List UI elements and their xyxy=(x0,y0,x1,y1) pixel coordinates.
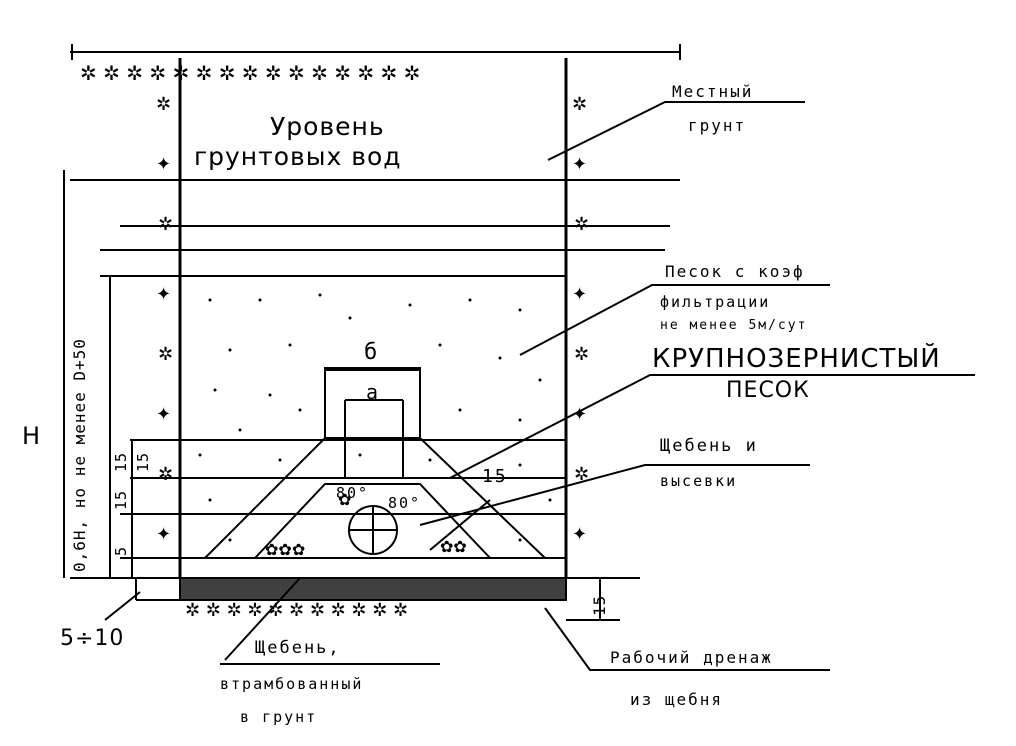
svg-text:✦: ✦ xyxy=(572,284,587,305)
dim-b-label: б xyxy=(364,340,380,365)
svg-text:✦: ✦ xyxy=(572,154,587,175)
gravel-screen-label-line1: Щебень и xyxy=(660,436,758,456)
filter-trapezoid xyxy=(204,367,546,559)
groundwater-label-line1: Уровень xyxy=(270,112,385,141)
gravel-fill: ✿✿✿✿✿✿ xyxy=(265,490,467,559)
bottom-gravel-drain: ✲ ✲ ✲ ✲ ✲ ✲ ✲ ✲ ✲ ✲ ✲ xyxy=(179,577,567,621)
svg-text:✦: ✦ xyxy=(156,154,171,175)
drain-pipe xyxy=(348,505,398,555)
svg-text:✿: ✿ xyxy=(338,490,351,509)
svg-text:✿✿: ✿✿ xyxy=(440,537,467,556)
svg-text:✦: ✦ xyxy=(156,524,171,545)
angle-label-2: 80° xyxy=(388,494,422,512)
dim-layer-5: 5 xyxy=(112,545,130,556)
working-drain-label-line1: Рабочий дренаж xyxy=(610,648,773,667)
svg-text:✿✿✿: ✿✿✿ xyxy=(265,540,305,559)
dimension-lines xyxy=(63,170,620,621)
svg-text:✲ ✲ ✲ ✲ ✲ ✲ ✲ ✲ ✲ ✲ ✲ ✲ ✲ ✲ ✲: ✲ ✲ ✲ ✲ ✲ ✲ ✲ ✲ ✲ ✲ ✲ ✲ ✲ ✲ ✲ xyxy=(80,61,420,85)
dim-a-label: а xyxy=(366,380,381,404)
rammed-gravel-label-line3: в грунт xyxy=(240,708,318,726)
gravel-screen-label-line2: высевки xyxy=(660,472,738,490)
ground-surface: ✲ ✲ ✲ ✲ ✲ ✲ ✲ ✲ ✲ ✲ ✲ ✲ ✲ ✲ ✲ xyxy=(70,44,681,85)
dim-depth-label: 0,6Н, но не менее D+50 xyxy=(70,338,89,572)
svg-text:✲: ✲ xyxy=(574,214,589,235)
dim-layer-15-2: 15 xyxy=(112,489,130,510)
local-soil-label-line1: Местный xyxy=(672,82,754,101)
dim-layer-15-3: 15 xyxy=(134,451,152,472)
svg-text:✲: ✲ xyxy=(158,344,173,365)
local-soil-label-line2: грунт xyxy=(688,116,747,135)
angle-label-1: 80° xyxy=(336,484,370,502)
svg-text:✲: ✲ xyxy=(158,464,173,485)
sand-fill-dots xyxy=(198,293,552,542)
sand-label-line3: не менее 5м/сут xyxy=(660,318,808,333)
coarse-sand-label-line1: КРУПНОЗЕРНИСТЫЙ xyxy=(652,344,941,374)
svg-text:✲ ✲ ✲ ✲ ✲ ✲ ✲ ✲ ✲ ✲ ✲: ✲ ✲ ✲ ✲ ✲ ✲ ✲ ✲ ✲ ✲ ✲ xyxy=(185,600,408,621)
leader-lines xyxy=(104,101,975,671)
dim-H-label: Н xyxy=(22,422,42,450)
working-drain-label-line2: из щебня xyxy=(630,690,724,709)
svg-text:✦: ✦ xyxy=(572,524,587,545)
svg-text:✦: ✦ xyxy=(156,284,171,305)
dim-5-10-label: 5÷10 xyxy=(60,626,125,651)
svg-text:✲: ✲ xyxy=(574,344,589,365)
coarse-sand-label-line2: ПЕСОК xyxy=(726,378,810,403)
rammed-gravel-label-line2: втрамбованный xyxy=(220,675,364,693)
rammed-gravel-label-line1: Щебень, xyxy=(255,638,341,658)
dim-layer-15-1: 15 xyxy=(112,451,130,472)
dim-15-slope-label: 15 xyxy=(482,466,508,487)
sand-label-line1: Песок с коэф xyxy=(665,262,805,281)
svg-text:✦: ✦ xyxy=(156,404,171,425)
svg-text:✲: ✲ xyxy=(574,464,589,485)
dim-15-bottom-label: 15 xyxy=(590,594,609,616)
svg-text:✲: ✲ xyxy=(158,214,173,235)
svg-text:✲: ✲ xyxy=(156,94,171,115)
groundwater-label-line2: грунтовых вод xyxy=(194,142,402,171)
svg-text:✲: ✲ xyxy=(572,94,587,115)
sand-label-line2: фильтрации xyxy=(660,293,771,311)
level-lines xyxy=(70,179,680,579)
